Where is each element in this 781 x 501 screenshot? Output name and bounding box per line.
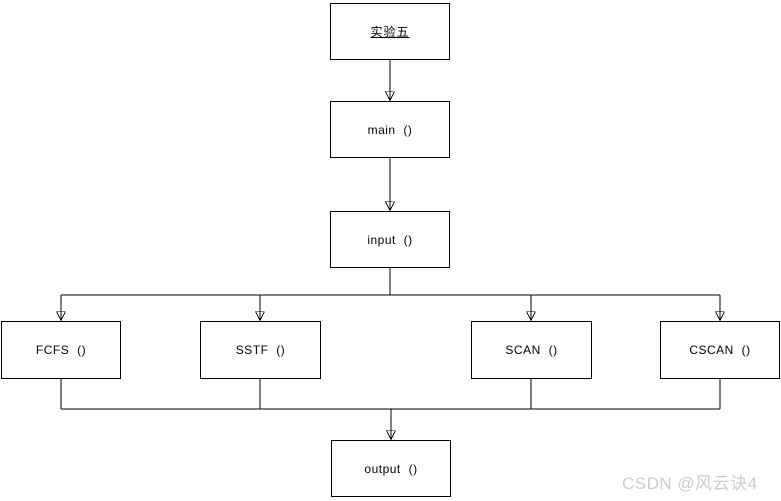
node-exp5-label: 实验五 — [370, 25, 410, 39]
node-sstf-label: SSTF () — [235, 343, 286, 357]
node-main: main () — [330, 101, 450, 158]
node-main-label: main () — [367, 122, 413, 137]
node-fcfs: FCFS () — [1, 321, 121, 379]
node-sstf: SSTF () — [200, 321, 321, 379]
node-exp5: 实验五 — [330, 3, 450, 60]
csdn-watermark: CSDN @风云诀4 — [622, 474, 758, 493]
node-input: input () — [330, 211, 450, 268]
node-output: output () — [331, 440, 451, 497]
node-scan-label: SCAN () — [505, 343, 558, 357]
node-cscan: CSCAN () — [660, 321, 780, 379]
node-output-label: output () — [364, 461, 418, 476]
node-cscan-label: CSCAN () — [689, 343, 751, 357]
node-fcfs-label: FCFS () — [35, 343, 87, 357]
node-input-label: input () — [367, 232, 413, 247]
node-scan: SCAN () — [471, 321, 592, 379]
